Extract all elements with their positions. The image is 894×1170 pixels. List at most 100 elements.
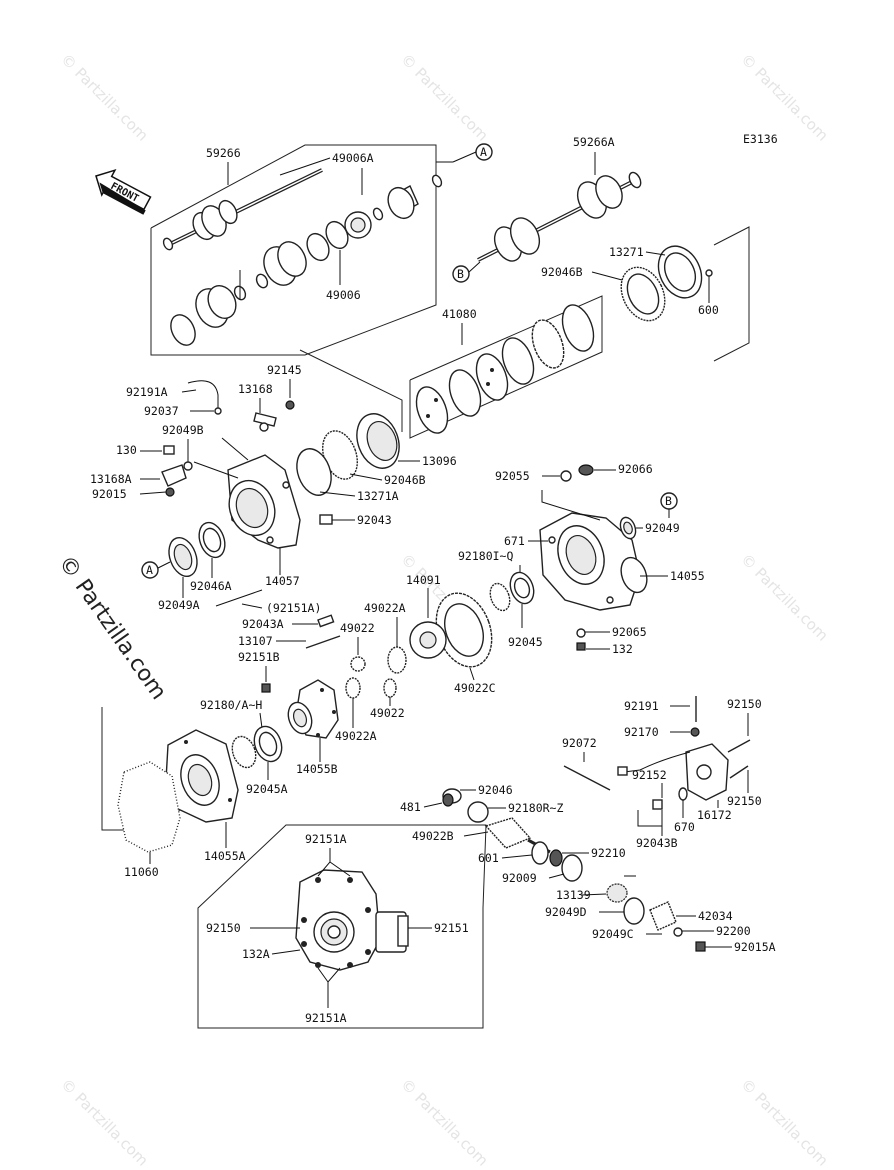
label-92150-r1: 92150 [727,697,762,711]
bearing-601 [531,841,549,865]
label-670: 670 [674,820,695,834]
label-92049A: 92049A [158,598,200,612]
label-49022A-top: 49022A [364,601,406,615]
label-13168A: 13168A [90,472,132,486]
label-92151B: 92151B [238,650,280,664]
label-92045A: 92045A [246,782,288,796]
label-14055B: 14055B [296,762,338,776]
label-92170: 92170 [624,725,659,739]
oring-92180RZ [467,801,489,823]
coupling-13139 [606,883,628,903]
driveshaft-59266A [477,171,642,262]
label-92145: 92145 [267,363,302,377]
watermark-tile: © Partzilla.com [737,50,832,145]
label-92046: 92046 [478,783,513,797]
label-92151A-bot: 92151A [305,1011,347,1025]
label-92180RZ: 92180R~Z [508,801,563,815]
label-14091: 14091 [406,573,441,587]
watermark-tile: © Partzilla.com [737,1075,832,1170]
detail-box [197,824,487,1029]
breather-92191A [187,380,219,410]
label-671: 671 [504,534,525,548]
label-92151-box: 92151 [434,921,469,935]
watermark-tile: © Partzilla.com [57,1075,152,1170]
label-132A: 132A [242,947,270,961]
label-92046B-mid: 92046B [384,473,426,487]
watermark-tile: © Partzilla.com [397,50,492,145]
watermark-tile: © Partzilla.com [737,550,832,645]
label-92152: 92152 [632,768,667,782]
label-92049B: 92049B [162,423,204,437]
gear-49022A-top [387,646,407,674]
label-92055: 92055 [495,469,530,483]
driveshaft-59266 [162,168,323,251]
label-481: 481 [400,800,421,814]
label-14055A: 14055A [204,849,246,863]
ref-marker-a-left-label: A [146,563,153,577]
label-92046A: 92046A [190,579,232,593]
label-59266A: 59266A [573,135,615,149]
ref-marker-a-top-label: A [480,145,487,159]
seal-92009 [561,854,583,882]
label-92191: 92191 [624,699,659,713]
label-59266: 59266 [206,146,241,160]
label-92151A-paren: (92151A) [266,601,321,615]
ref-marker-a-left [141,561,159,579]
ref-marker-b-right-label: B [665,494,672,508]
label-92043: 92043 [357,513,392,527]
label-92180AH: 92180/A~H [200,698,262,712]
label-92150-r2: 92150 [727,794,762,808]
housing-14057 [227,454,301,549]
assembled-differential [295,869,409,971]
seal-92049D [623,897,645,925]
label-14055: 14055 [670,569,705,583]
front-arrow: FRONT [95,168,152,215]
label-92009: 92009 [502,871,537,885]
label-92151A-top: 92151A [305,832,347,846]
label-92065: 92065 [612,625,647,639]
cv-joint-49006 [170,174,443,346]
label-49006: 49006 [326,288,361,302]
ref-marker-b-top [452,265,470,283]
label-14057: 14057 [265,574,300,588]
label-92210: 92210 [591,846,626,860]
label-92046B-top: 92046B [541,265,583,279]
label-92180IQ: 92180I~Q [458,549,513,563]
housing-14055 [539,512,648,611]
clutch-plates-41080 [415,304,595,434]
label-49022A-bot: 49022A [335,729,377,743]
plate-13271A [296,448,332,496]
group-bracket-59266 [150,144,437,356]
label-49022-b: 49022 [370,706,405,720]
actuator-16172 [617,743,729,801]
label-92049D: 92049D [545,905,587,919]
label-13107: 13107 [238,634,273,648]
label-11060: 11060 [124,865,159,879]
bolt-92151A [215,589,263,607]
label-49022-a: 49022 [340,621,375,635]
watermark-tile: © Partzilla.com [57,50,152,145]
ref-marker-b-top-label: B [457,267,464,281]
label-92072: 92072 [562,736,597,750]
label-92200: 92200 [716,924,751,938]
label-92043A: 92043A [242,617,284,631]
label-92045: 92045 [508,635,543,649]
watermark-tile: © Partzilla.com [397,1075,492,1170]
label-92015A: 92015A [734,940,776,954]
joint-42034 [649,901,677,931]
label-41080: 41080 [442,307,477,321]
housing-14055B [287,679,339,739]
housing-14055A [165,729,239,823]
label-13271A: 13271A [357,489,399,503]
group-bracket-13271 [713,226,750,362]
label-42034: 42034 [698,909,733,923]
label-13271: 13271 [609,245,644,259]
label-92037: 92037 [144,404,179,418]
label-92049C: 92049C [592,927,634,941]
label-92150-box: 92150 [206,921,241,935]
label-132: 132 [612,642,633,656]
label-92043B: 92043B [636,836,678,850]
label-92066: 92066 [618,462,653,476]
label-13139: 13139 [556,888,591,902]
